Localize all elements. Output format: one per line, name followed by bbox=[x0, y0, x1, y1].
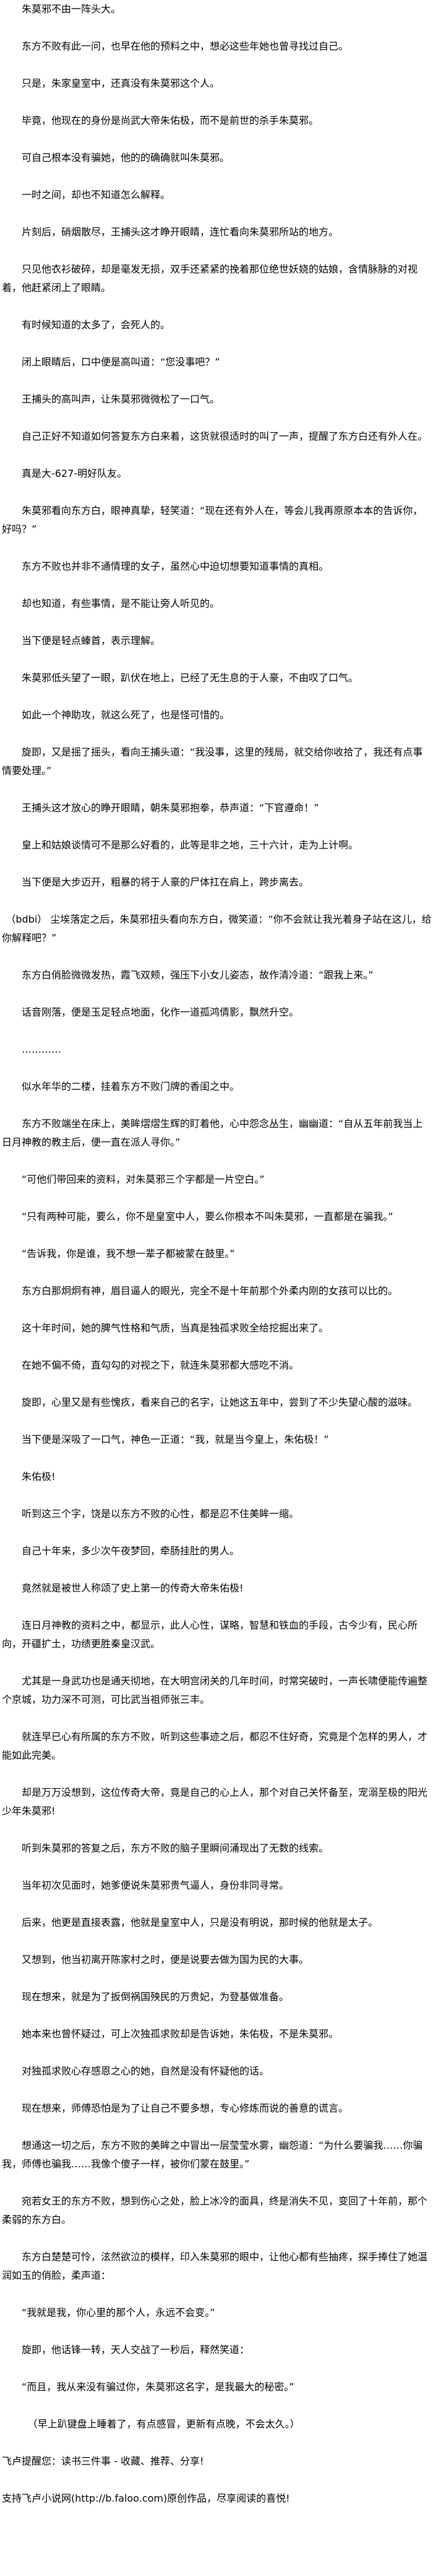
paragraph: 当年初次见面时，她爹便说朱莫邪贵气逼人，身份非同寻常。 bbox=[22, 1879, 289, 1891]
paragraph: “只有两种可能，要么，你不是皇室中人，要么你根本不叫朱莫邪，一直都是在骗我。” bbox=[22, 1211, 393, 1222]
paragraph: 当下便是大步迈开，粗暴的将于人豪的尸体扛在肩上，跨步离去。 bbox=[22, 876, 309, 888]
paragraph: 王捕头的高叫声，让朱莫邪微微松了一口气。 bbox=[22, 393, 220, 405]
paragraph: 当下便是轻点螓首，表示理解。 bbox=[22, 635, 161, 646]
paragraph: “我就是我，你心里的那个人，永远不会变。” bbox=[22, 2307, 215, 2318]
paragraph: 旋即，心里又是有些愧疚，看来自己的名字，让她这五年中，尝到了不少失望心酸的滋味。 bbox=[22, 1396, 418, 1408]
paragraph: 又想到，他当初离开陈家村之时，便是说要去做为国为民的大事。 bbox=[22, 1954, 309, 1965]
paragraph: 毕竟，他现在的身份是尚武大帝朱佑极，而不是前世的杀手朱莫邪。 bbox=[22, 115, 319, 126]
paragraph: 东方不败端坐在床上，美眸熠熠生辉的盯着他，心中怨念丛生，幽幽道：“自从五年前我当… bbox=[2, 1118, 423, 1148]
paragraph: 片刻后，硝烟散尽，王捕头这才睁开眼睛，连忙看向朱莫邪所站的地方。 bbox=[22, 226, 339, 238]
paragraph: “而且，我从来没有骗过你，朱莫邪这名字，是我最大的秘密。” bbox=[22, 2381, 294, 2393]
footer-note: 支持飞卢小说网(http://b.faloo.com)原创作品，尽享阅读的喜悦! bbox=[2, 2492, 290, 2504]
author-note: （早上趴键盘上睡着了，有点感冒，更新有点晚，不会太久。） bbox=[27, 2418, 300, 2430]
paragraph: 一时之间，却也不知道怎么解释。 bbox=[22, 189, 171, 201]
paragraph: 她本来也曾怀疑过，可上次独孤求败却是告诉她，朱佑极，不是朱莫邪。 bbox=[22, 2028, 339, 2040]
paragraph: 当下便是深吸了一口气，神色一正道：“我，就是当今皇上，朱佑极！” bbox=[22, 1434, 329, 1445]
paragraph: 可自己根本没有骗她，他的的确确就叫朱莫邪。 bbox=[22, 152, 230, 163]
paragraph: ………… bbox=[22, 1043, 61, 1055]
paragraph: 朱莫邪低头望了一眼，趴伏在地上，已经了无生息的于人豪，不由叹了口气。 bbox=[22, 672, 359, 684]
paragraph: 后来，他更是直接表露，他就是皇室中人，只是没有明说，那时候的他就是太子。 bbox=[22, 1917, 379, 1928]
paragraph: 就连早已心有所属的东方不败，听到这些事迹之后，都忍不住好奇，究竟是个怎样的男人，… bbox=[2, 1731, 428, 1761]
footer-note: 飞卢提醒您：读书三件事 - 收藏、推荐、分享! bbox=[2, 2455, 204, 2467]
paragraph: 旋即，他话锋一转，天人交战了一秒后，释然笑道： bbox=[22, 2344, 250, 2356]
paragraph: 朱莫邪不由一阵头大。 bbox=[22, 3, 121, 15]
chapter-text: 朱莫邪不由一阵头大。东方不败有此一问，也早在他的预料之中，想必这些年她也曾寻找过… bbox=[2, 3, 432, 2504]
paragraph: 现在想来，就是为了扳倒祸国殃民的万贵妃，为登基做准备。 bbox=[22, 1991, 289, 2003]
paragraph: 只见他衣衫破碎，却是毫发无损，双手还紧紧的挽着那位绝世妖娆的姑娘，含情脉脉的对视… bbox=[2, 263, 418, 294]
paragraph: 在她不偏不倚，直勾勾的对视之下，就连朱莫邪都大感吃不消。 bbox=[22, 1359, 299, 1371]
paragraph: 自己十年来，多少次午夜梦回，牵肠挂肚的男人。 bbox=[22, 1545, 240, 1557]
paragraph: 自己正好不知道如何答复东方白来着，这货就很适时的叫了一声，提醒了东方白还有外人在… bbox=[22, 430, 428, 442]
paragraph: 却也知道，有些事情，是不能让旁人听见的。 bbox=[22, 598, 220, 609]
paragraph: 尤其是一身武功也是通天彻地，在大明宫闭关的几年时间，时常突破时，一声长啸便能传遍… bbox=[2, 1675, 428, 1705]
paragraph: 有时候知道的太多了，会死人的。 bbox=[22, 319, 171, 331]
paragraph: （bdbi） 尘埃落定之后，朱莫邪扭头看向东方白，微笑道：“你不会就让我光着身子… bbox=[2, 913, 432, 944]
paragraph: 现在想来，师傅恐怕是为了让自己不要多想，专心修炼而说的善意的谎言。 bbox=[22, 2102, 349, 2114]
paragraph: 朱佑极! bbox=[22, 1471, 56, 1482]
paragraph: “告诉我，你是谁，我不想一辈子都被蒙在鼓里。” bbox=[22, 1248, 235, 1260]
paragraph: 闭上眼睛后，口中便是高叫道：“您没事吧？” bbox=[22, 356, 220, 368]
paragraph: 这十年时间，她的脾气性格和气质，当真是独孤求败全给挖掘出来了。 bbox=[22, 1322, 329, 1334]
paragraph: 王捕头这才放心的睁开眼睛，朝朱莫邪抱拳，恭声道：“下官遵命！” bbox=[22, 802, 319, 814]
paragraph: 听到这三个字，饶是以东方不败的心性，都是忍不住美眸一缩。 bbox=[22, 1508, 299, 1520]
paragraph: 对独孤求败心存感恩之心的她，自然是没有怀疑他的话。 bbox=[22, 2065, 270, 2077]
paragraph: 东方白楚楚可怜，泫然欲泣的模样，印入朱莫邪的眼中，让他心都有些抽疼，探手捧住了她… bbox=[2, 2251, 428, 2281]
paragraph: 东方不败有此一问，也早在他的预料之中，想必这些年她也曾寻找过自己。 bbox=[22, 40, 349, 52]
paragraph: 连日月神教的资料之中，都显示，此人心性，谋略，智慧和铁血的手段，古今少有，民心所… bbox=[2, 1619, 418, 1650]
paragraph: 似水年华的二楼，挂着东方不败门牌的香闺之中。 bbox=[22, 1081, 240, 1092]
paragraph: 如此一个神助攻，就这么死了，也是怪可惜的。 bbox=[22, 709, 230, 721]
paragraph: 宛若女王的东方不败，想到伤心之处，脸上冰冷的面具，终是消失不见，变回了十年前，那… bbox=[2, 2195, 428, 2226]
paragraph: 东方白俏脸微微发热，霞飞双颊，强压下小女儿姿态，故作清冷道：“跟我上来。” bbox=[22, 969, 374, 981]
paragraph: 东方不败也并非不通情理的女子，虽然心中迫切想要知道事情的真相。 bbox=[22, 560, 329, 572]
paragraph: 真是大-627-明好队友。 bbox=[22, 468, 127, 479]
paragraph: 旋即，又是摇了摇头，看向王捕头道：“我没事，这里的残局，就交给你收拾了，我还有点… bbox=[2, 746, 423, 777]
paragraph: 想通这一切之后，东方不败的美眸之中冒出一层莹莹水雾，幽怨道：“为什么要骗我……你… bbox=[2, 2139, 423, 2170]
paragraph: “可他们带回来的资料，对朱莫邪三个字都是一片空白。” bbox=[22, 1173, 265, 1185]
paragraph: 听到朱莫邪的答复之后，东方不败的脑子里瞬间涌现出了无数的线索。 bbox=[22, 1842, 329, 1854]
paragraph: 只是，朱家皇室中，还真没有朱莫邪这个人。 bbox=[22, 77, 220, 89]
paragraph: 皇上和姑娘谈情可不是那么好看的，此等是非之地，三十六计，走为上计啊。 bbox=[22, 839, 359, 851]
paragraph: 东方白那炯炯有神，眉目逼人的眼光，完全不是十年前那个外柔内刚的女孩可以比的。 bbox=[22, 1285, 398, 1297]
paragraph: 竟然就是被世人称颂了史上第一的传奇大帝朱佑极! bbox=[22, 1582, 244, 1594]
paragraph: 朱莫邪看向东方白，眼神真挚，轻笑道：“现在还有外人在，等会儿我再原原本本的告诉你… bbox=[2, 505, 423, 535]
paragraph: 话音刚落，便是玉足轻点地面，化作一道孤鸿倩影，飘然升空。 bbox=[22, 1006, 299, 1018]
paragraph: 却是万万没想到，这位传奇大帝，竟是自己的心上人，那个对自己关怀备至，宠溺至极的阳… bbox=[2, 1786, 428, 1817]
